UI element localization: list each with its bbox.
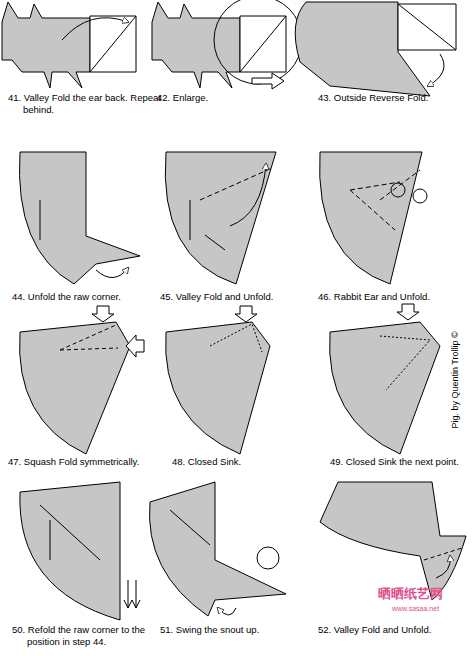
credit-text: Pig. by Quentin Trollip ©: [449, 331, 461, 428]
crease: [40, 200, 41, 240]
fold-line: [240, 16, 286, 72]
head-model: [20, 322, 130, 454]
step-caption: 49. Closed Sink the next point.: [330, 456, 470, 468]
valley-line: [200, 168, 272, 200]
step-caption: 43. Outside Reverse Fold.: [318, 92, 468, 104]
watermark: www.sasaa.net: [392, 604, 471, 614]
step-caption: 50. Refold the raw corner to the positio…: [12, 624, 177, 648]
push-arrow: [235, 306, 257, 322]
enlarge-circle: [214, 0, 302, 84]
head-paper: [90, 16, 136, 72]
step-caption: 44. Unfold the raw corner.: [12, 291, 157, 303]
step-caption: 42. Enlarge.: [157, 92, 307, 104]
crease: [170, 510, 210, 545]
sink-line: [380, 336, 430, 390]
watermark: 晒晒纸艺网: [378, 586, 468, 602]
fold-arrow: [218, 608, 236, 615]
head-model: [320, 482, 466, 600]
head-model: [320, 152, 422, 284]
push-arrow: [92, 306, 114, 322]
step-caption: 48. Closed Sink.: [172, 456, 322, 468]
sink-line: [210, 324, 262, 352]
step-caption: 47. Squash Fold symmetrically.: [8, 456, 168, 468]
valley-line: [60, 325, 118, 350]
fold-line: [90, 16, 136, 72]
valley-line: [424, 548, 462, 560]
step-caption: 45. Valley Fold and Unfold.: [160, 291, 310, 303]
head-model: [149, 482, 286, 616]
detail-circle: [257, 547, 279, 569]
push-arrow: [126, 335, 144, 357]
pig-body: [152, 2, 240, 88]
fold-line: [398, 4, 456, 50]
fold-arrow: [230, 164, 266, 226]
head-model: [165, 152, 276, 284]
fold-arrow: [428, 54, 444, 86]
fold-arrow: [96, 268, 128, 278]
head-paper: [398, 4, 456, 50]
move-arrow: [124, 580, 140, 608]
fold-arrow: [62, 18, 128, 40]
fold-circle: [391, 183, 405, 197]
crease: [190, 200, 225, 250]
valley-line: [350, 170, 420, 230]
head-model: [330, 322, 440, 454]
head-model: [19, 152, 140, 284]
fold-circle: [413, 189, 427, 203]
enlarge-arrow: [252, 73, 284, 89]
step-caption: 46. Rabbit Ear and Unfold.: [318, 291, 468, 303]
step-caption: 52. Valley Fold and Unfold.: [318, 624, 468, 636]
pig-body: [2, 2, 90, 88]
head-paper: [240, 16, 286, 72]
head-model: [20, 482, 120, 620]
step-caption: 41. Valley Fold the ear back. Repeat beh…: [8, 92, 183, 116]
push-arrow: [397, 304, 419, 320]
step-caption: 51. Swing the snout up.: [160, 624, 310, 636]
head-model: [166, 322, 270, 454]
fold-arrow: [436, 556, 450, 578]
crease: [40, 505, 100, 560]
